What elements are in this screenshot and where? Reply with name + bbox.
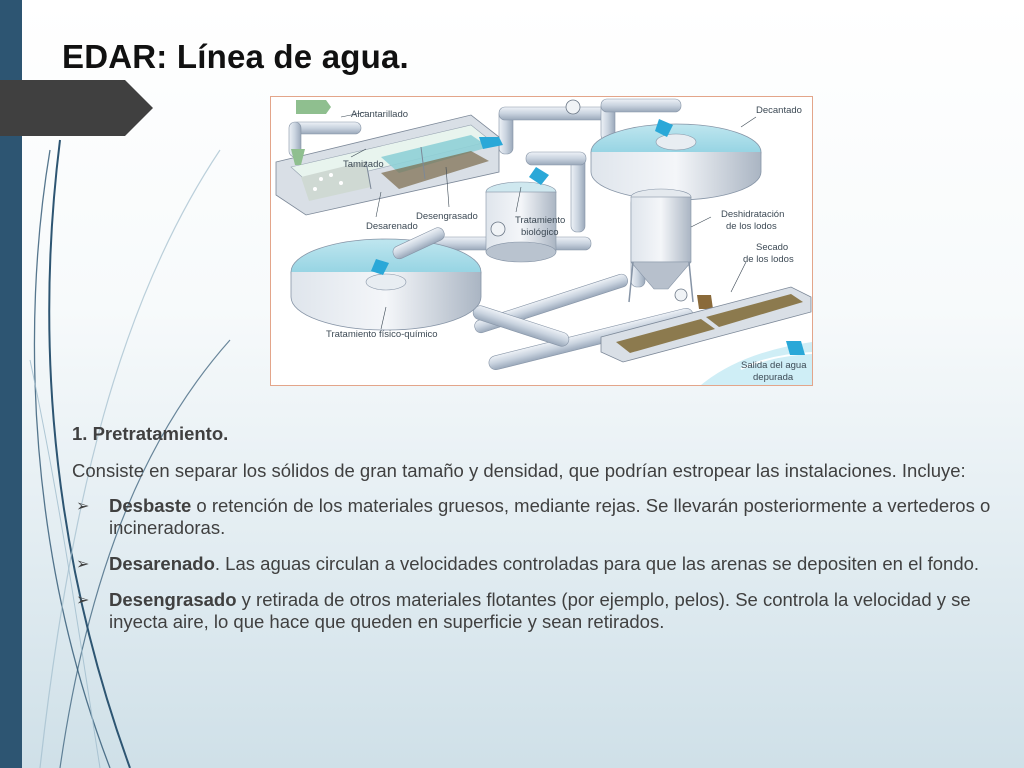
bullet-text: y retirada de otros materiales flotantes…	[109, 589, 971, 632]
title-arrow-tab	[0, 80, 153, 136]
section-heading: 1. Pretratamiento.	[72, 423, 229, 444]
label-tratamiento-biologico-2: biológico	[521, 227, 559, 238]
label-alcantarillado: Alcantarillado	[351, 109, 408, 120]
arrow-bullet-icon: ➢	[76, 498, 90, 515]
slide-content: 1. Pretratamiento. Consiste en separar l…	[72, 423, 1002, 647]
slide-title: EDAR: Línea de agua.	[62, 38, 409, 75]
label-deshidratacion-2: de los lodos	[726, 221, 777, 232]
intro-paragraph: Consiste en separar los sólidos de gran …	[72, 460, 966, 481]
label-desengrasado: Desengrasado	[416, 211, 478, 222]
bullet-list: ➢ Desbaste o retención de los materiales…	[72, 495, 1002, 633]
label-decantado: Decantado	[756, 105, 802, 116]
label-salida-2: depurada	[753, 372, 794, 383]
label-secado-1: Secado	[756, 242, 788, 253]
bullet-text: . Las aguas circulan a velocidades contr…	[214, 553, 980, 574]
label-salida-1: Salida del agua	[741, 360, 807, 371]
bullet-term: Desengrasado	[109, 589, 237, 610]
bullet-item: ➢ Desengrasado y retirada de otros mater…	[72, 589, 1002, 633]
label-desarenado: Desarenado	[366, 221, 418, 232]
water-treatment-diagram: Alcantarillado Tamizado Desarenado Desen…	[270, 96, 813, 386]
bullet-text: o retención de los materiales gruesos, m…	[109, 495, 991, 538]
decorative-swoosh-lines	[29, 139, 231, 768]
bullet-item: ➢ Desbaste o retención de los materiales…	[72, 495, 1002, 539]
bullet-item: ➢ Desarenado. Las aguas circulan a veloc…	[72, 553, 1002, 575]
bullet-term: Desbaste	[109, 495, 192, 516]
bullet-term: Desarenado	[109, 553, 215, 574]
label-tratamiento-biologico-1: Tratamiento	[515, 215, 565, 226]
label-fisico-quimico: Tratamiento físico-químico	[326, 329, 438, 340]
label-tamizado: Tamizado	[343, 159, 384, 170]
label-secado-2: de los lodos	[743, 254, 794, 265]
arrow-bullet-icon: ➢	[76, 592, 90, 609]
label-deshidratacion-1: Deshidratación	[721, 209, 784, 220]
left-accent-bar	[0, 0, 22, 768]
arrow-bullet-icon: ➢	[76, 556, 90, 573]
